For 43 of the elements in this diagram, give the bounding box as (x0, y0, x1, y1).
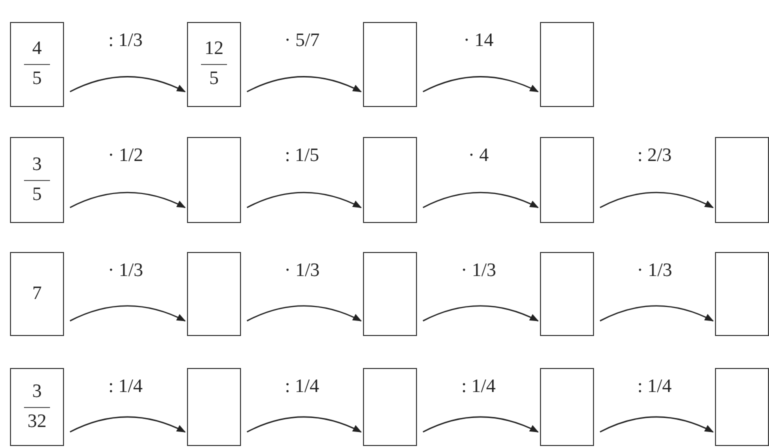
number-box (10, 252, 64, 336)
answer-box (540, 252, 594, 336)
answer-box (540, 137, 594, 223)
curved-arrow (70, 192, 186, 208)
curved-arrow (70, 76, 186, 92)
answer-box (363, 22, 417, 107)
answer-box (363, 252, 417, 336)
curved-arrow (70, 305, 186, 322)
denominator: 32 (28, 410, 46, 434)
curved-arrow (600, 192, 714, 208)
answer-box (715, 252, 769, 336)
curved-arrow (70, 416, 186, 433)
numerator: 3 (32, 380, 42, 404)
answer-box (363, 368, 417, 446)
curved-arrow (246, 76, 362, 92)
denominator: 5 (32, 68, 42, 91)
number-box (187, 22, 241, 107)
answer-box (540, 368, 594, 446)
curved-arrow (422, 416, 539, 433)
numerator: 3 (32, 154, 42, 176)
curved-arrow (600, 305, 714, 322)
numerator: 12 (204, 38, 224, 61)
number: 7 (32, 282, 42, 306)
curved-arrow (422, 76, 539, 92)
curved-arrow (246, 305, 362, 322)
denominator: 5 (32, 184, 42, 206)
curved-arrow (422, 192, 539, 208)
number-box (10, 22, 64, 107)
answer-box (363, 137, 417, 223)
answer-box (715, 368, 769, 446)
curved-arrow (600, 416, 714, 433)
answer-box (187, 252, 241, 336)
answer-box (715, 137, 769, 223)
curved-arrow (246, 416, 362, 433)
curved-arrow (422, 305, 539, 322)
number-box (10, 368, 64, 446)
denominator: 5 (209, 68, 219, 91)
answer-box (540, 22, 594, 107)
number-box (10, 137, 64, 223)
answer-box (187, 137, 241, 223)
answer-box (187, 368, 241, 446)
curved-arrow (246, 192, 362, 208)
numerator: 4 (32, 38, 42, 61)
